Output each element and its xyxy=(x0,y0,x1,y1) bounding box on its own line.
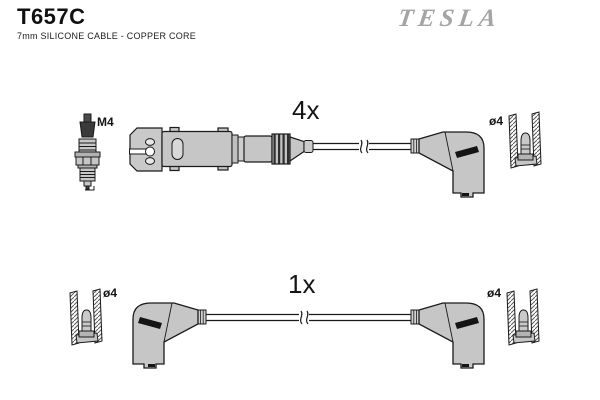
terminal-diameter-label-top: ø4 xyxy=(489,114,504,128)
boot-cross-section-bottom-left-icon xyxy=(69,288,103,346)
cable-break-icon xyxy=(299,310,303,325)
quantity-label-bottom: 1x xyxy=(288,269,316,299)
terminal-diameter-label-bottom-left: ø4 xyxy=(103,286,118,300)
angled-plug-boot-bottom-left-icon xyxy=(132,302,207,369)
angled-plug-boot-top-icon xyxy=(410,131,485,198)
spark-plug-icon xyxy=(74,113,101,191)
terminal-diameter-label-bottom-right: ø4 xyxy=(487,286,502,300)
boot-cross-section-top-icon xyxy=(508,111,542,169)
angled-plug-boot-bottom-right-icon xyxy=(410,302,485,369)
distributor-connector-icon xyxy=(129,126,314,172)
boot-cross-section-bottom-right-icon xyxy=(506,288,540,346)
brand-logo: TESLA xyxy=(396,5,503,32)
product-description: 7mm SILICONE CABLE - COPPER CORE xyxy=(17,31,197,41)
ignition-cable-top xyxy=(313,139,411,154)
ignition-cable-bottom xyxy=(206,310,411,325)
cable-break-icon xyxy=(359,139,363,154)
thread-size-label: M4 xyxy=(97,115,114,129)
part-number: T657C xyxy=(17,4,86,29)
quantity-label-top: 4x xyxy=(292,95,320,125)
